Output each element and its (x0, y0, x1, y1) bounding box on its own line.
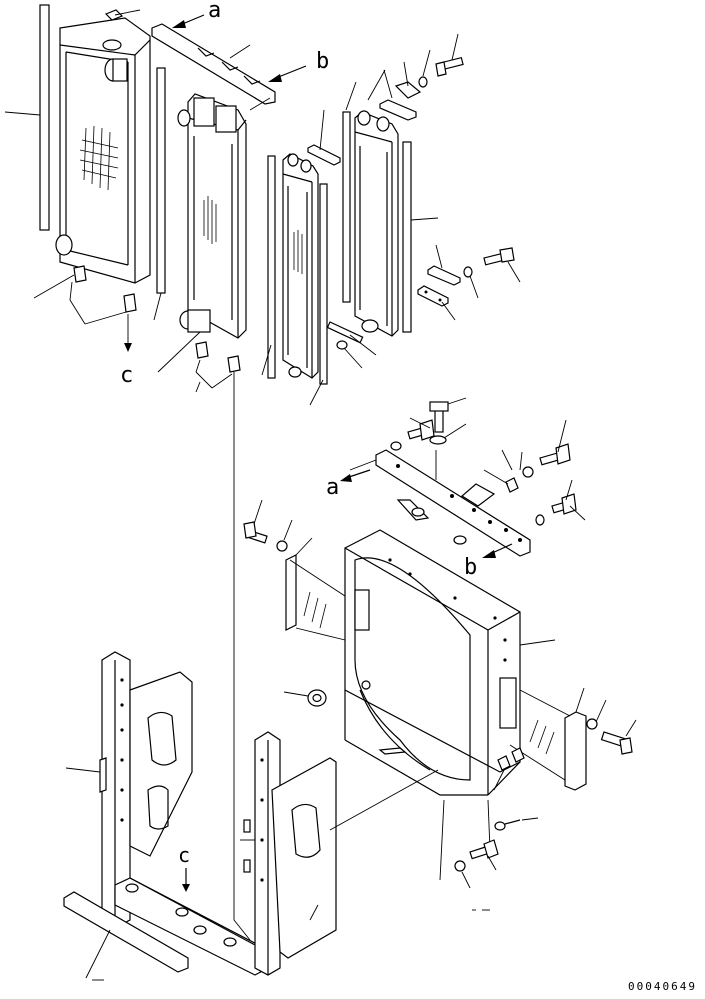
radiator-core (55, 17, 151, 284)
bolt-shroud-bottom (454, 839, 499, 911)
drawing-number: 00040649 (628, 980, 697, 993)
small-bolts-shroud-bottom (439, 747, 539, 881)
arrow-a-top: a (172, 0, 221, 28)
aftercooler-a (282, 153, 319, 379)
lower-seal-bar (63, 891, 189, 981)
bolt-shroud-left (243, 499, 293, 552)
seal-strip-c3-right (309, 183, 328, 406)
bolt-shroud-top-center (429, 397, 467, 445)
bolt-mid-right (463, 247, 521, 299)
side-cover-left (285, 537, 346, 641)
bracket-plate-mid (417, 244, 461, 321)
seal-strip-c3-left (261, 155, 276, 379)
seal-strip-radiator-right (153, 67, 166, 321)
upper-seal-bar (151, 23, 276, 105)
shroud-mount-bracket (349, 449, 531, 557)
arrow-a-mid: a (326, 469, 371, 500)
bracket-plate-top (379, 61, 422, 121)
callout-letter-b-top: b (316, 49, 329, 74)
spacer-washers-shroud (396, 469, 509, 545)
fan-shroud (344, 529, 556, 796)
bolt-cover-right (586, 699, 637, 755)
frame-side-plate (271, 757, 439, 959)
support-frame (65, 651, 281, 976)
bolt-shroud-right (535, 479, 586, 526)
callout-letter-a-mid: a (326, 475, 339, 500)
bolt-shroud-top-left (390, 417, 435, 451)
rubber-strips-c3 (307, 109, 377, 369)
cooler-bottom-nuts (157, 331, 241, 920)
bolt-shroud-top-right (501, 419, 571, 493)
seal-strip-c4-right (402, 141, 439, 333)
grommet-shroud (283, 689, 327, 707)
arrow-b-top: b (268, 49, 329, 82)
side-cover-right (509, 687, 587, 791)
callout-letter-b-mid: b (464, 555, 477, 580)
callout-c-frame-group: c (178, 843, 190, 892)
arrow-b-mid: b (464, 543, 513, 580)
oil-cooler (177, 93, 271, 339)
callout-letter-c-left: c (120, 363, 133, 388)
radiator-bottom-nuts (33, 265, 137, 352)
aftercooler-b (354, 69, 399, 337)
callout-letter-c-frame: c (178, 843, 190, 867)
radiator-cap (104, 9, 141, 21)
seal-strip-left (4, 4, 50, 231)
bolt-top-right (418, 33, 464, 88)
callout-letter-a-top: a (208, 0, 221, 23)
seal-strip-c4-left (342, 81, 357, 303)
